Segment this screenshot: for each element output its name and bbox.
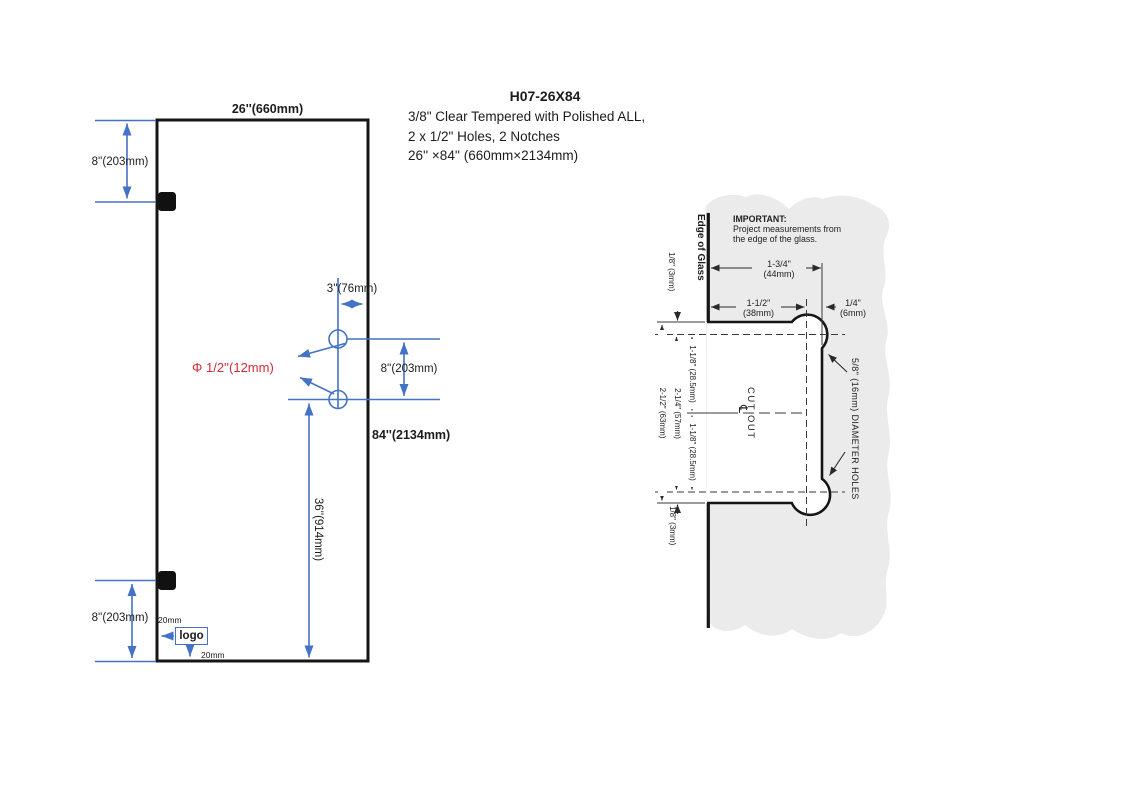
notch-cutout-outline xyxy=(707,313,832,517)
dim-bottom-gap: 1/8" (3mm) xyxy=(668,506,677,546)
door-holes-group xyxy=(288,278,440,658)
drawing-title: H07-26X84 xyxy=(509,88,581,104)
dim-hole-span: 2-1/4" (57mm) xyxy=(672,341,682,486)
important-title: IMPORTANT: xyxy=(733,214,787,224)
dim-lower-half: 1-1/8" (28.5mm) xyxy=(688,417,697,487)
dim-edge-margin: 1/4" (6mm) xyxy=(836,298,870,318)
important-line-2: the edge of the glass. xyxy=(733,234,818,245)
dim-label-hole-edge: 3''(76mm) xyxy=(326,283,378,295)
logo-box: logo xyxy=(175,627,208,645)
dim-top-gap: 1/8" (3mm) xyxy=(667,252,676,292)
holes-note-label: 5/8" (16mm) DIAMETER HOLES xyxy=(850,358,860,500)
dim-bottom-notch-offset xyxy=(95,579,156,663)
dim-top-notch-offset xyxy=(95,119,156,203)
spec-line-1: 3/8" Clear Tempered with Polished ALL, xyxy=(408,109,646,124)
extension-lines xyxy=(657,263,823,504)
door-height-label: 84''(2134mm) xyxy=(372,428,451,442)
holes-note-leaders xyxy=(828,354,848,476)
door-outline xyxy=(155,118,370,663)
dim-label-hole-bottom-offset: 36''(914mm) xyxy=(312,497,324,562)
door-notch-top xyxy=(158,192,176,211)
spec-line-3: 26'' ×84'' (660mm×2134mm) xyxy=(408,148,579,163)
logo-callout xyxy=(161,631,195,657)
logo-offset-left-label: 20mm xyxy=(158,615,182,625)
important-note: IMPORTANT: Project measurements from the… xyxy=(733,214,841,245)
dim-label-hole-spacing: 8''(203mm) xyxy=(380,363,438,375)
dim-label-bottom-notch: 8''(203mm) xyxy=(91,612,149,624)
logo-offset-bottom-label: 20mm xyxy=(201,650,225,660)
dim-upper-half: 1-1/8" (28.5mm) xyxy=(688,339,697,409)
cutout-label: CUT OUT xyxy=(745,387,756,440)
spec-line-2: 2 x 1/2" Holes, 2 Notches xyxy=(408,129,560,144)
hole-diameter-leader-top xyxy=(297,342,346,358)
hole-diameter-label: Φ 1/2''(12mm) xyxy=(192,360,274,375)
hole-diameter-leader-bottom xyxy=(299,376,335,395)
dim-cutout-height: 2-1/2" (63mm) xyxy=(658,330,667,496)
door-notch-bottom xyxy=(158,571,176,590)
dim-total-width: 1-3/4" (44mm) xyxy=(752,259,806,279)
door-figure xyxy=(95,118,440,663)
dim-hole-center: 1-1/2" (38mm) xyxy=(736,298,781,318)
centerline-symbol: ℄ xyxy=(736,405,750,413)
dim-label-top-notch: 8''(203mm) xyxy=(91,156,149,168)
notch-cutout-fill xyxy=(707,314,831,515)
logo-label: logo xyxy=(179,630,204,642)
important-line-1: Project measurements from xyxy=(733,224,842,235)
centerlines xyxy=(655,299,845,528)
edge-of-glass-label: Edge of Glass xyxy=(695,214,706,281)
door-width-label: 26''(660mm) xyxy=(231,102,304,116)
